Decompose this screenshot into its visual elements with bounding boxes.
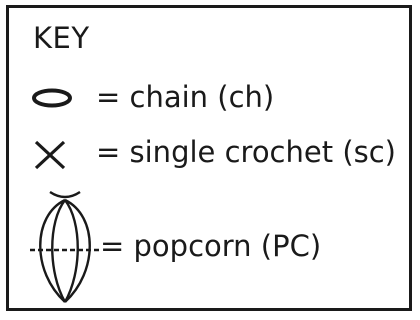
key-title: KEY — [33, 21, 90, 55]
single-crochet-icon — [34, 140, 66, 170]
chain-label: = chain (ch) — [96, 80, 275, 114]
chain-icon — [32, 88, 72, 108]
single-crochet-label: = single crochet (sc) — [96, 135, 396, 169]
popcorn-label: = popcorn (PC) — [100, 229, 322, 263]
key-legend-box — [6, 5, 412, 311]
popcorn-icon — [30, 190, 100, 303]
